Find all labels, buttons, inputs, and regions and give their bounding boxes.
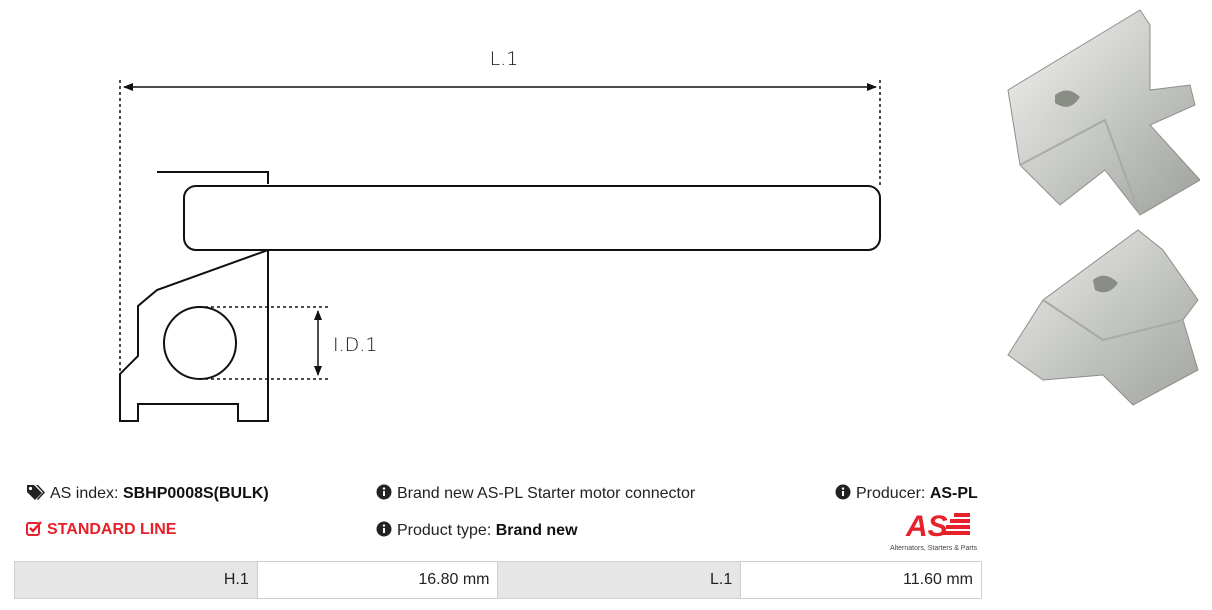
spec-value: 16.80 mm bbox=[257, 562, 499, 598]
product-photo-bottom bbox=[1007, 229, 1199, 406]
spec-label: L.1 bbox=[498, 562, 742, 598]
logo-caption: Alternators, Starters & Parts bbox=[890, 545, 978, 552]
as-index-value: SBHP0008S(BULK) bbox=[122, 485, 269, 502]
technical-drawing: L.1 I.D.1 bbox=[119, 48, 881, 422]
inner-diameter-dimension: I.D.1 bbox=[205, 306, 377, 380]
logo-mark: AS bbox=[905, 510, 970, 543]
specs-table: H.1 16.80 mm L.1 11.60 mm bbox=[14, 561, 982, 599]
as-index-label: AS index: bbox=[50, 485, 119, 502]
checkbox-icon bbox=[26, 521, 42, 536]
inner-diameter-label: I.D.1 bbox=[333, 334, 377, 356]
description-text: Brand new AS-PL Starter motor connector bbox=[397, 485, 696, 502]
spec-value: 11.60 mm bbox=[741, 562, 981, 598]
standard-line-text: STANDARD LINE bbox=[47, 521, 177, 538]
spec-label: H.1 bbox=[15, 562, 258, 598]
producer: Producer: AS-PL bbox=[835, 484, 978, 503]
tags-icon bbox=[27, 485, 45, 500]
as-index: AS index: SBHP0008S(BULK) bbox=[26, 484, 269, 503]
as-pl-logo: AS Alternators, Starters & Parts bbox=[888, 508, 983, 552]
info-circle-icon bbox=[376, 521, 392, 537]
product-description: Brand new AS-PL Starter motor connector bbox=[376, 484, 695, 503]
producer-value: AS-PL bbox=[929, 485, 978, 502]
length-label: L.1 bbox=[490, 48, 519, 70]
producer-label: Producer: bbox=[856, 485, 926, 502]
product-type: Product type: Brand new bbox=[376, 521, 578, 540]
standard-line-badge: STANDARD LINE bbox=[26, 521, 176, 539]
product-type-value: Brand new bbox=[495, 522, 578, 539]
product-photo-top bbox=[1007, 9, 1200, 216]
info-circle-icon bbox=[835, 484, 851, 500]
table-row: H.1 16.80 mm L.1 11.60 mm bbox=[15, 562, 981, 598]
length-dimension: L.1 bbox=[119, 48, 881, 372]
logo-text: AS bbox=[905, 510, 948, 540]
product-type-label: Product type: bbox=[397, 522, 492, 539]
connector-outline bbox=[119, 171, 881, 422]
info-circle-icon bbox=[376, 484, 392, 500]
